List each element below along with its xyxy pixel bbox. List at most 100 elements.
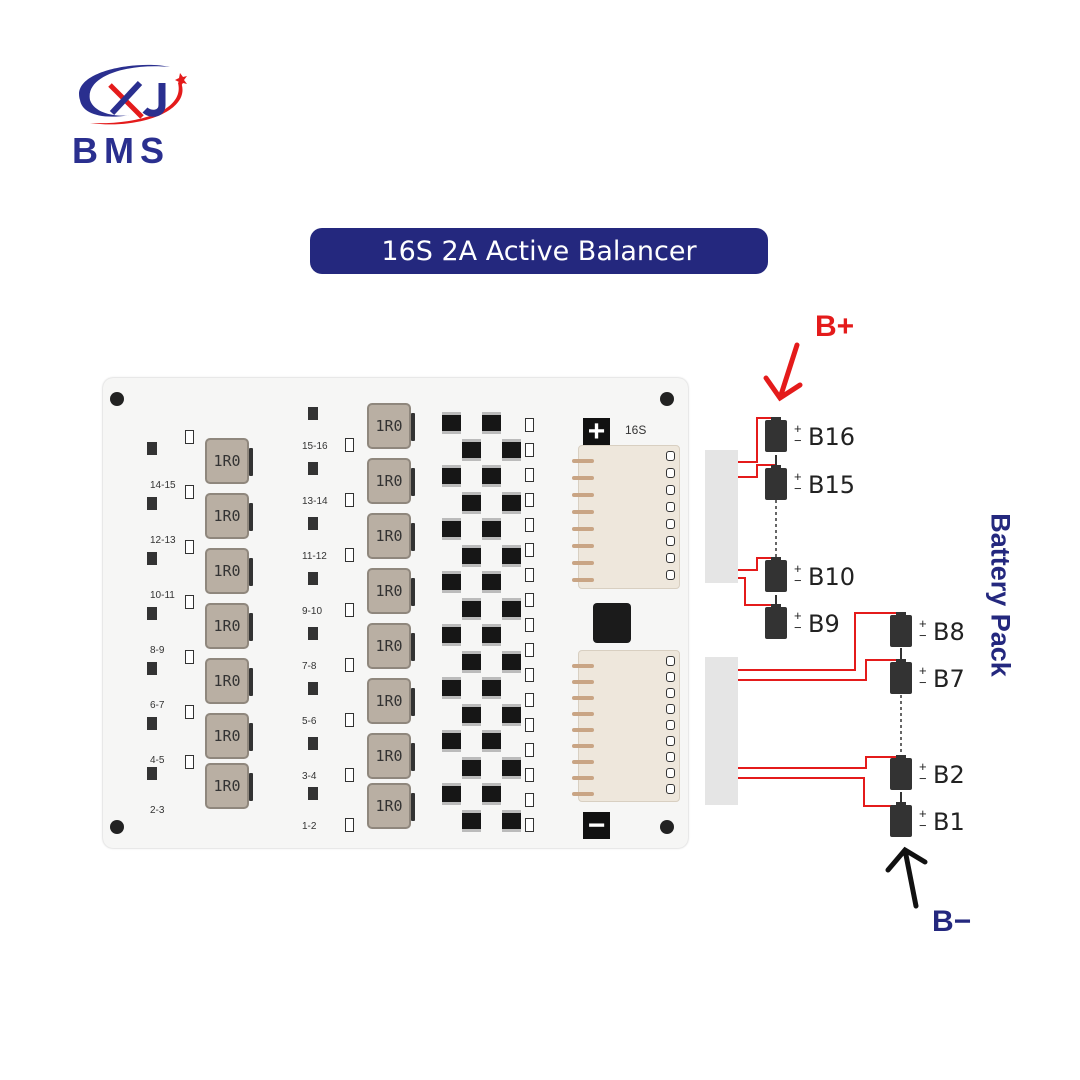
minus-marking: − — [583, 810, 610, 840]
diode — [442, 730, 461, 752]
connector-pin — [572, 544, 594, 548]
diode — [482, 730, 501, 752]
resistor — [525, 743, 534, 757]
brand-logo — [70, 55, 195, 165]
solder-pad — [666, 553, 675, 563]
series-label: 16S — [625, 423, 647, 437]
channel-label: 14-15 — [150, 480, 176, 491]
diode — [462, 809, 481, 832]
resistor — [525, 618, 534, 632]
fuse — [593, 603, 631, 643]
b-minus-arrow-icon — [885, 846, 928, 909]
resistor — [525, 668, 534, 682]
cell-label: B2 — [933, 761, 965, 789]
diode — [462, 491, 481, 514]
diode — [502, 544, 521, 567]
resistor — [345, 548, 354, 562]
channel-label: 7-8 — [302, 661, 317, 672]
connector-pin — [572, 476, 594, 480]
balancer-ic — [308, 517, 318, 530]
mounting-hole — [660, 820, 674, 834]
inductor: 1R0 — [367, 403, 415, 449]
resistor — [525, 693, 534, 707]
solder-pad — [666, 485, 675, 495]
channel-label: 2-3 — [150, 805, 165, 816]
balancer-ic — [147, 717, 157, 730]
inductor: 1R0 — [367, 678, 415, 724]
connector-pin — [572, 493, 594, 497]
resistor — [525, 568, 534, 582]
diode — [502, 597, 521, 620]
resistor — [525, 518, 534, 532]
balancer-ic — [308, 682, 318, 695]
channel-label: 10-11 — [150, 590, 175, 601]
diode — [462, 597, 481, 620]
channel-label: 12-13 — [150, 535, 176, 546]
cell-label: B10 — [808, 563, 856, 591]
solder-pad — [666, 672, 675, 682]
mounting-hole — [110, 392, 124, 406]
resistor — [525, 418, 534, 432]
upper-harness-plug — [705, 450, 738, 583]
inductor: 1R0 — [205, 438, 253, 484]
solder-pad — [666, 502, 675, 512]
balancer-ic — [308, 787, 318, 800]
diode — [442, 624, 461, 646]
resistor — [185, 540, 194, 554]
resistor — [185, 755, 194, 769]
diode — [482, 412, 501, 434]
balancer-ic — [308, 462, 318, 475]
connector-pin — [572, 459, 594, 463]
balancer-ic — [308, 737, 318, 750]
solder-pad — [666, 720, 675, 730]
resistor — [525, 593, 534, 607]
inductor: 1R0 — [367, 623, 415, 669]
resistor — [185, 430, 194, 444]
connector-pin — [572, 680, 594, 684]
battery-cell-b16 — [765, 417, 787, 452]
cell-label: B8 — [933, 618, 965, 646]
connector-pin — [572, 510, 594, 514]
lower-harness-plug — [705, 657, 738, 805]
connector-pin — [572, 760, 594, 764]
resistor — [525, 493, 534, 507]
brand-name: BMS — [72, 130, 170, 171]
connector-pin — [572, 728, 594, 732]
connector-pin — [572, 527, 594, 531]
battery-cell-b7 — [890, 659, 912, 694]
solder-pad — [666, 736, 675, 746]
balancer-ic — [308, 627, 318, 640]
diode — [482, 518, 501, 540]
balancer-ic — [308, 407, 318, 420]
inductor: 1R0 — [367, 568, 415, 614]
balancer-ic — [147, 662, 157, 675]
balance-wires — [738, 417, 900, 807]
diode — [482, 677, 501, 699]
inductor: 1R0 — [367, 783, 415, 829]
mounting-hole — [660, 392, 674, 406]
diode — [442, 412, 461, 434]
resistor — [525, 793, 534, 807]
cell-plus-sign: + — [919, 663, 927, 678]
diode — [482, 624, 501, 646]
b-minus-label: B− — [932, 905, 972, 938]
diode — [462, 438, 481, 461]
cell-minus-sign: − — [794, 573, 802, 588]
battery-cell-b9 — [765, 604, 787, 639]
diode — [502, 491, 521, 514]
inductor: 1R0 — [205, 548, 253, 594]
cell-minus-sign: − — [919, 771, 927, 786]
solder-pad — [666, 704, 675, 714]
solder-pad — [666, 570, 675, 580]
cell-minus-sign: − — [794, 433, 802, 448]
battery-pack-label: Battery Pack — [985, 513, 1016, 677]
solder-pad — [666, 768, 675, 778]
battery-cell-b2 — [890, 755, 912, 790]
resistor — [345, 713, 354, 727]
solder-pad — [666, 468, 675, 478]
channel-label: 5-6 — [302, 716, 317, 727]
channel-label: 1-2 — [302, 821, 317, 832]
inductor: 1R0 — [205, 603, 253, 649]
cell-plus-sign: + — [919, 616, 927, 631]
